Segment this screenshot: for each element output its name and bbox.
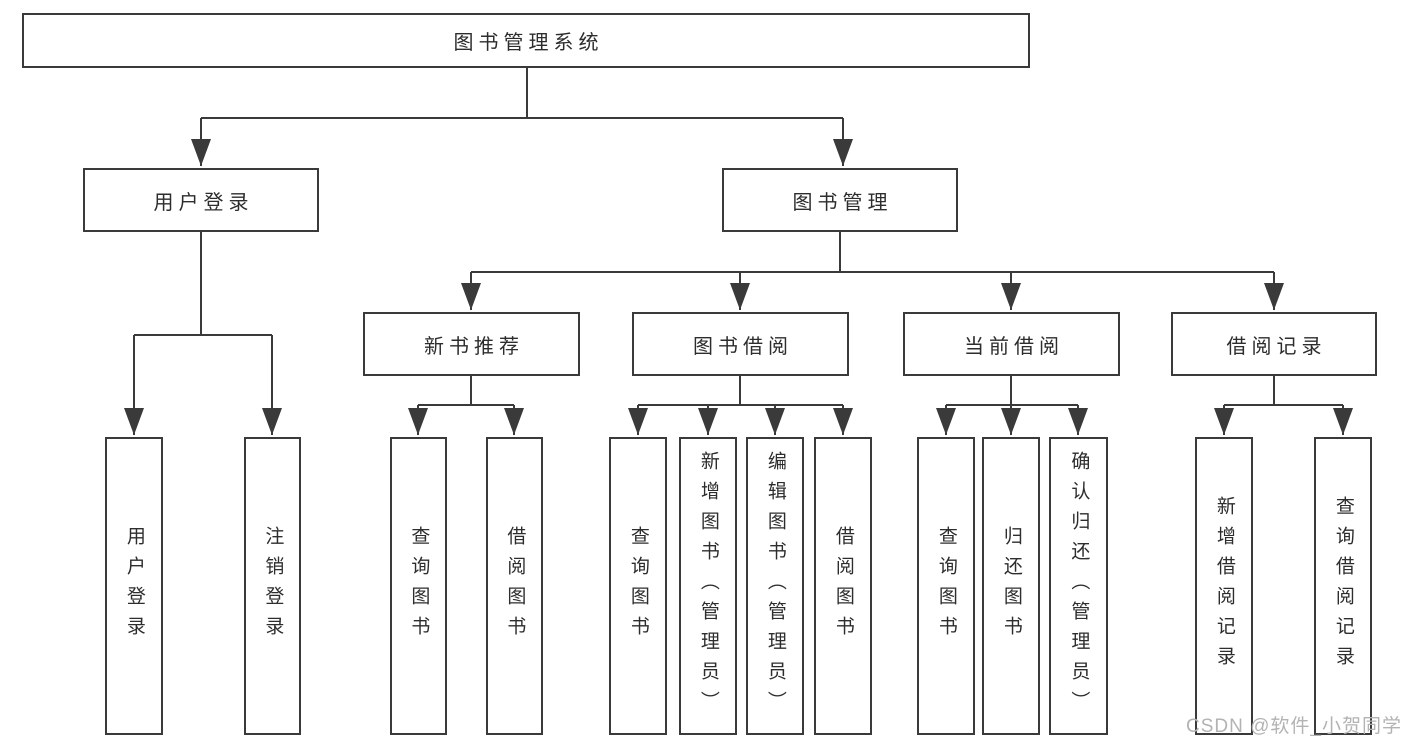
node-book-management: 图书管理 xyxy=(722,168,958,232)
node-label: 当前借阅 xyxy=(964,335,1064,358)
leaf-confirm-return-admin: 确认归还（管理员） xyxy=(1049,437,1108,735)
leaf-borrow-books-newrec: 借阅图书 xyxy=(486,437,543,735)
node-label: 图书管理 xyxy=(792,191,893,214)
leaf-query-books-borrowing: 查询图书 xyxy=(609,437,667,735)
node-library-management-system: 图书管理系统 xyxy=(22,13,1030,68)
node-label: 查询借阅记录 xyxy=(1332,496,1354,676)
node-label: 归还图书 xyxy=(1000,526,1022,646)
leaf-query-borrowing-record: 查询借阅记录 xyxy=(1314,437,1372,735)
node-label: 查询图书 xyxy=(935,526,957,646)
connector-root-to-level2 xyxy=(191,68,853,166)
node-label: 图书管理系统 xyxy=(453,32,604,54)
csdn-watermark: CSDN @软件_小贺同学 xyxy=(1186,716,1402,737)
node-label: 新增借阅记录 xyxy=(1213,496,1235,676)
leaf-user-login: 用户登录 xyxy=(105,437,163,735)
node-label: 用户登录 xyxy=(123,526,145,646)
connector-new-book-rec-children xyxy=(408,376,524,435)
connector-book-management-children xyxy=(461,232,1284,310)
node-label: 注销登录 xyxy=(262,526,284,646)
connector-current-borrowing-children xyxy=(936,376,1088,435)
leaf-edit-books-admin: 编辑图书（管理员） xyxy=(746,437,804,735)
node-label: 借阅记录 xyxy=(1226,335,1327,358)
leaf-query-books-newrec: 查询图书 xyxy=(390,437,447,735)
node-user-login: 用户登录 xyxy=(83,168,319,232)
node-label: 查询图书 xyxy=(408,526,430,646)
node-current-borrowing: 当前借阅 xyxy=(903,312,1120,376)
node-label: 借阅图书 xyxy=(504,526,526,646)
node-label: 新增图书（管理员） xyxy=(697,451,719,721)
connector-book-borrowing-children xyxy=(628,376,853,435)
leaf-logout: 注销登录 xyxy=(244,437,301,735)
node-label: 用户登录 xyxy=(153,191,254,214)
connector-borrowing-records-children xyxy=(1214,376,1353,435)
node-label: 编辑图书（管理员） xyxy=(764,451,786,721)
leaf-add-borrowing-record: 新增借阅记录 xyxy=(1195,437,1253,735)
node-label: 新书推荐 xyxy=(424,335,524,358)
node-label: 查询图书 xyxy=(627,526,649,646)
node-label: 借阅图书 xyxy=(832,526,854,646)
node-borrowing-records: 借阅记录 xyxy=(1171,312,1377,376)
node-label: 确认归还（管理员） xyxy=(1068,451,1090,721)
node-label: 图书借阅 xyxy=(693,335,793,358)
node-book-borrowing: 图书借阅 xyxy=(632,312,849,376)
leaf-query-books-current: 查询图书 xyxy=(917,437,975,735)
leaf-borrow-books-borrowing: 借阅图书 xyxy=(814,437,872,735)
leaf-return-books: 归还图书 xyxy=(982,437,1040,735)
node-new-book-recommendation: 新书推荐 xyxy=(363,312,580,376)
connector-user-login-children xyxy=(124,232,282,435)
leaf-add-books-admin: 新增图书（管理员） xyxy=(679,437,737,735)
